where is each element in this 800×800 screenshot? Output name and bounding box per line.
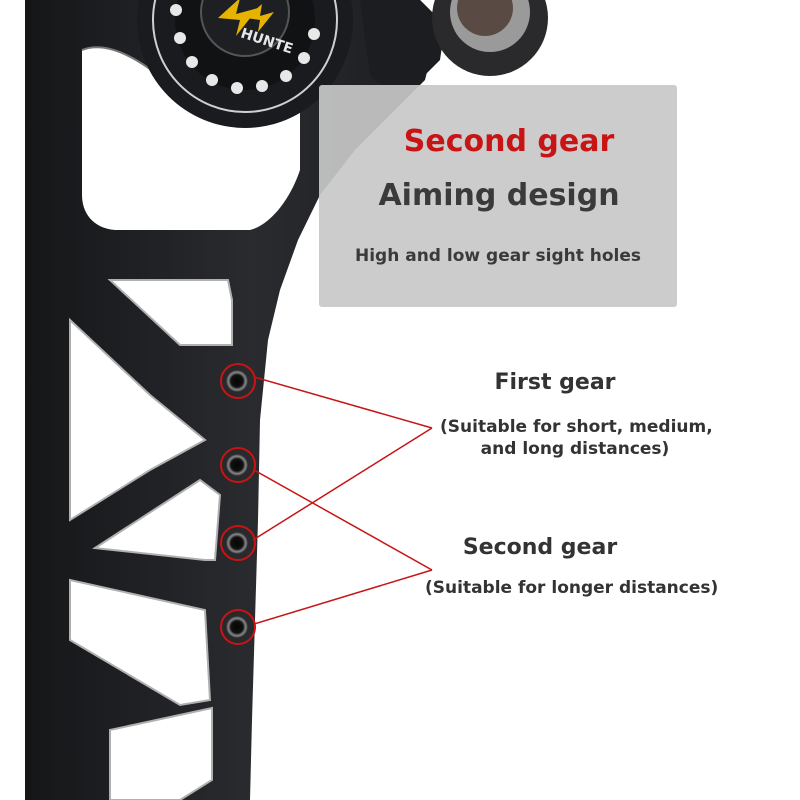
second-gear-title: Second gear	[462, 535, 618, 560]
callout-lines	[252, 376, 433, 625]
sight-hole-icon	[226, 370, 248, 392]
sight-hole-icon	[226, 532, 248, 554]
sight-holes	[226, 370, 248, 638]
hole-highlights	[220, 363, 256, 645]
first-gear-title: First gear	[494, 370, 616, 395]
upper-window	[82, 47, 300, 230]
first-gear-desc-line2: and long distances)	[480, 439, 670, 459]
second-gear-description: (Suitable for longer distances)	[425, 578, 719, 598]
first-gear-desc-line1: (Suitable for short, medium,	[440, 417, 713, 437]
brand-logo-icon: HUNTE	[137, 0, 353, 128]
panel-title: Second gear	[403, 124, 615, 159]
first-gear-description: (Suitable for short, medium, and long di…	[440, 416, 713, 460]
sight-hole-icon	[226, 454, 248, 476]
lattice-cutouts	[69, 279, 233, 800]
panel-subtitle: Aiming design	[378, 178, 620, 213]
cam-arm	[360, 0, 445, 100]
info-panel	[319, 85, 677, 307]
panel-description: High and low gear sight holes	[354, 246, 642, 266]
sight-hole-icon	[226, 616, 248, 638]
